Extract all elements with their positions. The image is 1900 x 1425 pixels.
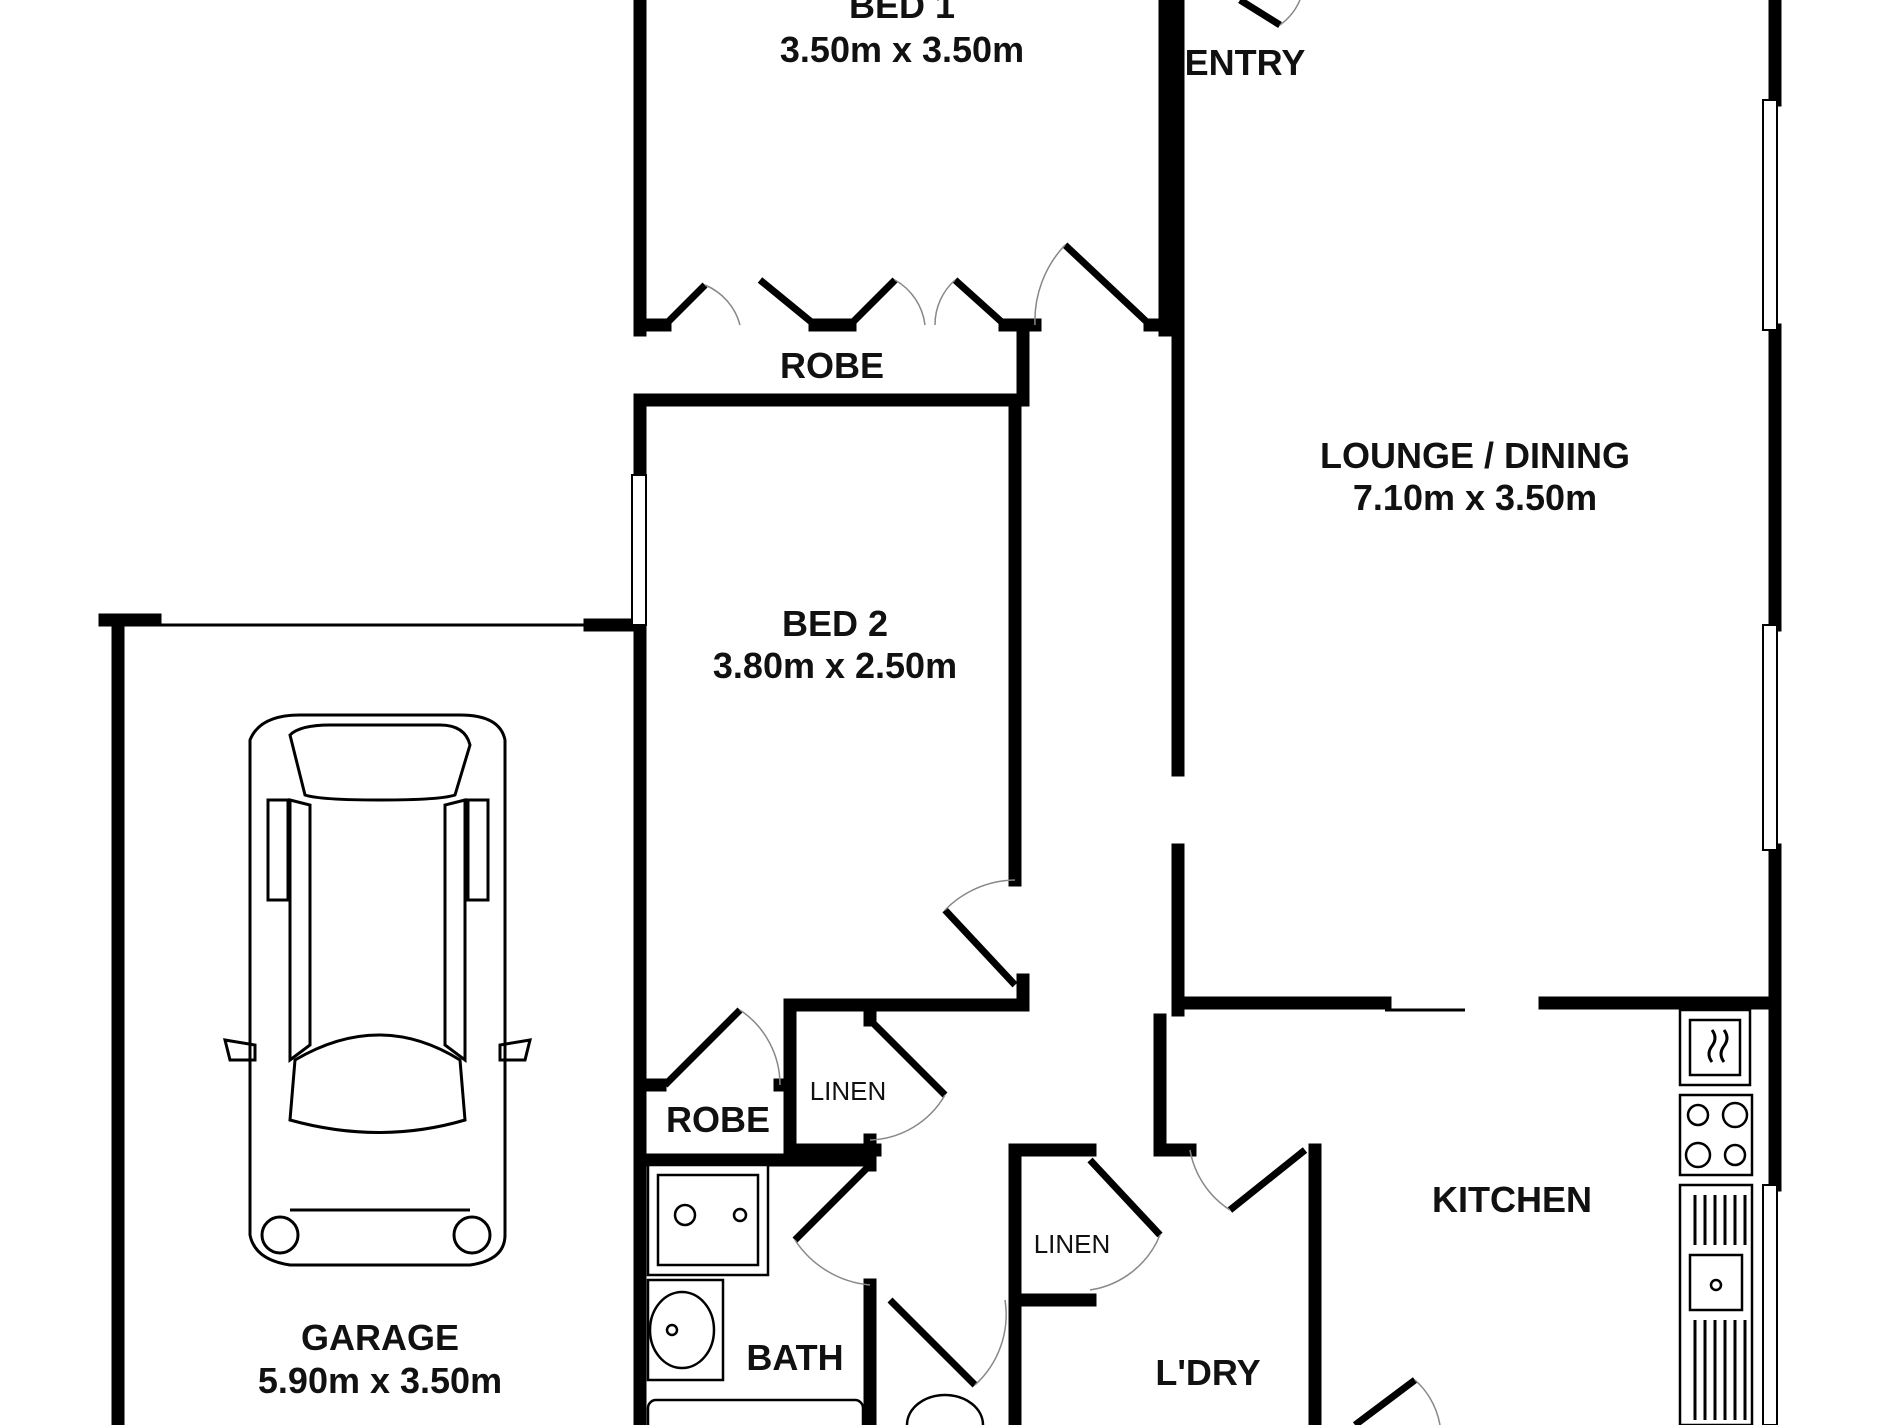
bed1-size: 3.50m x 3.50m (780, 29, 1024, 70)
toilet (905, 1393, 985, 1425)
garage-name: GARAGE (301, 1317, 459, 1358)
robe1-door-d (952, 277, 1008, 328)
laundry-door (1227, 1147, 1308, 1213)
linen2-door (1087, 1157, 1163, 1238)
robe2-door (662, 1007, 743, 1088)
room-labels: BED 1 3.50m x 3.50m ENTRY ROBE LOUNGE / … (258, 0, 1630, 1401)
robe1-door-b (757, 277, 818, 328)
robe1-label: ROBE (780, 345, 884, 386)
robe1-door-a (662, 282, 708, 328)
bathtub (646, 1398, 865, 1425)
kitchen-door (1352, 1377, 1418, 1425)
window-lounge-bottom (1762, 624, 1778, 851)
fixtures (646, 1008, 1754, 1425)
window-lounge-top (1762, 99, 1778, 331)
entry-door (1238, 0, 1282, 28)
basin (648, 1290, 716, 1370)
entry-label: ENTRY (1185, 42, 1306, 83)
linen2-label: LINEN (1034, 1229, 1111, 1259)
garage-size: 5.90m x 3.50m (258, 1360, 502, 1401)
lounge-size: 7.10m x 3.50m (1353, 477, 1597, 518)
linen1-door (867, 1017, 948, 1098)
windows (631, 99, 1778, 1425)
bed2-door (942, 907, 1018, 988)
bath-label: BATH (746, 1337, 843, 1378)
bed1-name: BED 1 (849, 0, 955, 26)
kitchen-label: KITCHEN (1432, 1179, 1592, 1220)
lounge-name: LOUNGE / DINING (1320, 435, 1630, 476)
linen1-label: LINEN (810, 1076, 887, 1106)
wc-door (887, 1297, 978, 1388)
robe1-door-c (847, 277, 898, 328)
car-icon (222, 713, 533, 1267)
bed1-door (1062, 242, 1153, 328)
bed2-size: 3.80m x 2.50m (713, 645, 957, 686)
robe2-label: ROBE (666, 1099, 770, 1140)
window-bed2 (631, 474, 647, 626)
bed2-name: BED 2 (782, 603, 888, 644)
bath-door (792, 1162, 873, 1243)
laundry-label: L'DRY (1155, 1352, 1260, 1393)
window-kitchen (1762, 1184, 1778, 1425)
doors (662, 0, 1441, 1425)
